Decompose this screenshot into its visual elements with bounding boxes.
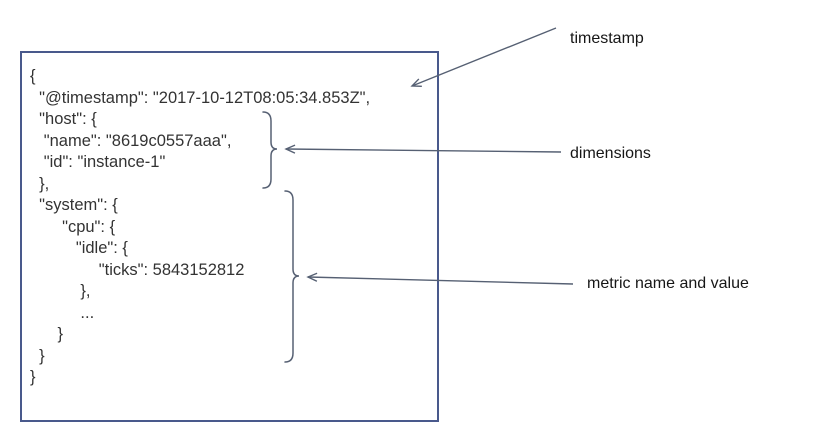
timestamp-annotation-label: timestamp xyxy=(570,30,644,47)
json-document-box xyxy=(20,51,439,422)
metric-annotation-label: metric name and value xyxy=(587,275,749,292)
dimensions-annotation-label: dimensions xyxy=(570,145,651,162)
json-document-code: { "@timestamp": "2017-10-12T08:05:34.853… xyxy=(30,67,371,386)
